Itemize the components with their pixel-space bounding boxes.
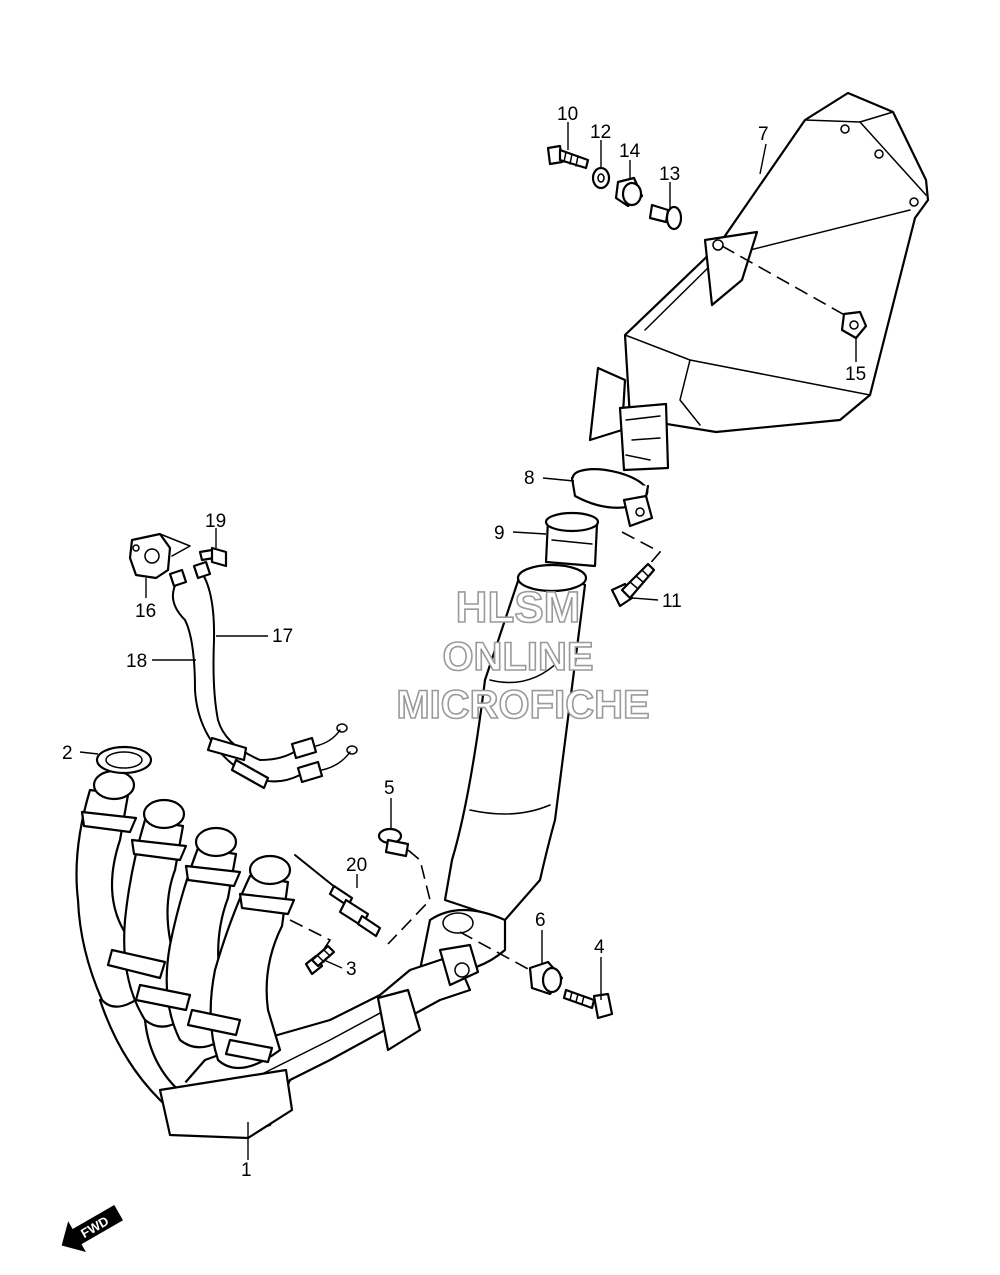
callout-19: 19 [205,511,226,532]
callout-2: 2 [62,743,73,764]
callout-20: 20 [346,855,367,876]
watermark-line-3: MICROFICHE [396,683,649,727]
callout-labels: 1 2 3 4 5 6 7 8 9 10 11 12 13 14 15 16 1… [62,104,866,1181]
collar-part-13[interactable] [648,203,683,231]
washer-part-12[interactable] [591,166,611,190]
cushion-part-14[interactable] [614,176,644,208]
watermark-line-1: HLSM [456,583,581,632]
callout-14: 14 [619,141,641,162]
callout-9: 9 [494,523,505,544]
callout-4: 4 [594,937,605,958]
callout-6: 6 [535,910,546,931]
callout-18: 18 [126,651,147,672]
callout-7: 7 [758,124,769,145]
callout-10: 10 [557,104,578,125]
screw-part-19[interactable] [198,546,228,568]
exhaust-pipe-part-1[interactable] [75,563,588,1140]
nut-part-15[interactable] [840,310,868,340]
callout-8: 8 [524,468,535,489]
connector-gasket-part-9[interactable] [544,511,600,568]
bolt-part-3[interactable] [304,944,336,976]
sensor-lead-part-17[interactable] [192,560,348,762]
callout-5: 5 [384,778,395,799]
oxygen-sensor-part-20[interactable] [294,854,382,938]
callout-12: 12 [590,122,611,143]
sensor-lead-part-18[interactable] [168,568,358,790]
muffler-part-7[interactable] [588,91,930,472]
callout-3: 3 [346,959,357,980]
callout-17: 17 [272,626,293,647]
gasket-part-2[interactable] [95,745,153,775]
alignment-lines [289,245,851,971]
leader-lines [79,122,857,1160]
callout-15: 15 [845,364,866,385]
bolt-part-10[interactable] [546,144,590,170]
forward-arrow-icon [61,1205,124,1253]
sensor-bracket-part-16[interactable] [128,532,191,580]
bushing-part-5[interactable] [377,827,410,858]
watermark-line-2: ONLINE [442,635,593,679]
clamp-part-8[interactable] [570,463,654,528]
callout-16: 16 [135,601,156,622]
callout-1: 1 [241,1160,252,1181]
watermark: HLSM ONLINE MICROFICHE [396,582,651,728]
forward-direction-badge: FWD [61,1205,124,1253]
bolt-part-4[interactable] [562,988,614,1020]
cushion-part-6[interactable] [528,960,564,996]
callout-13: 13 [659,164,680,185]
callout-11: 11 [662,591,682,612]
